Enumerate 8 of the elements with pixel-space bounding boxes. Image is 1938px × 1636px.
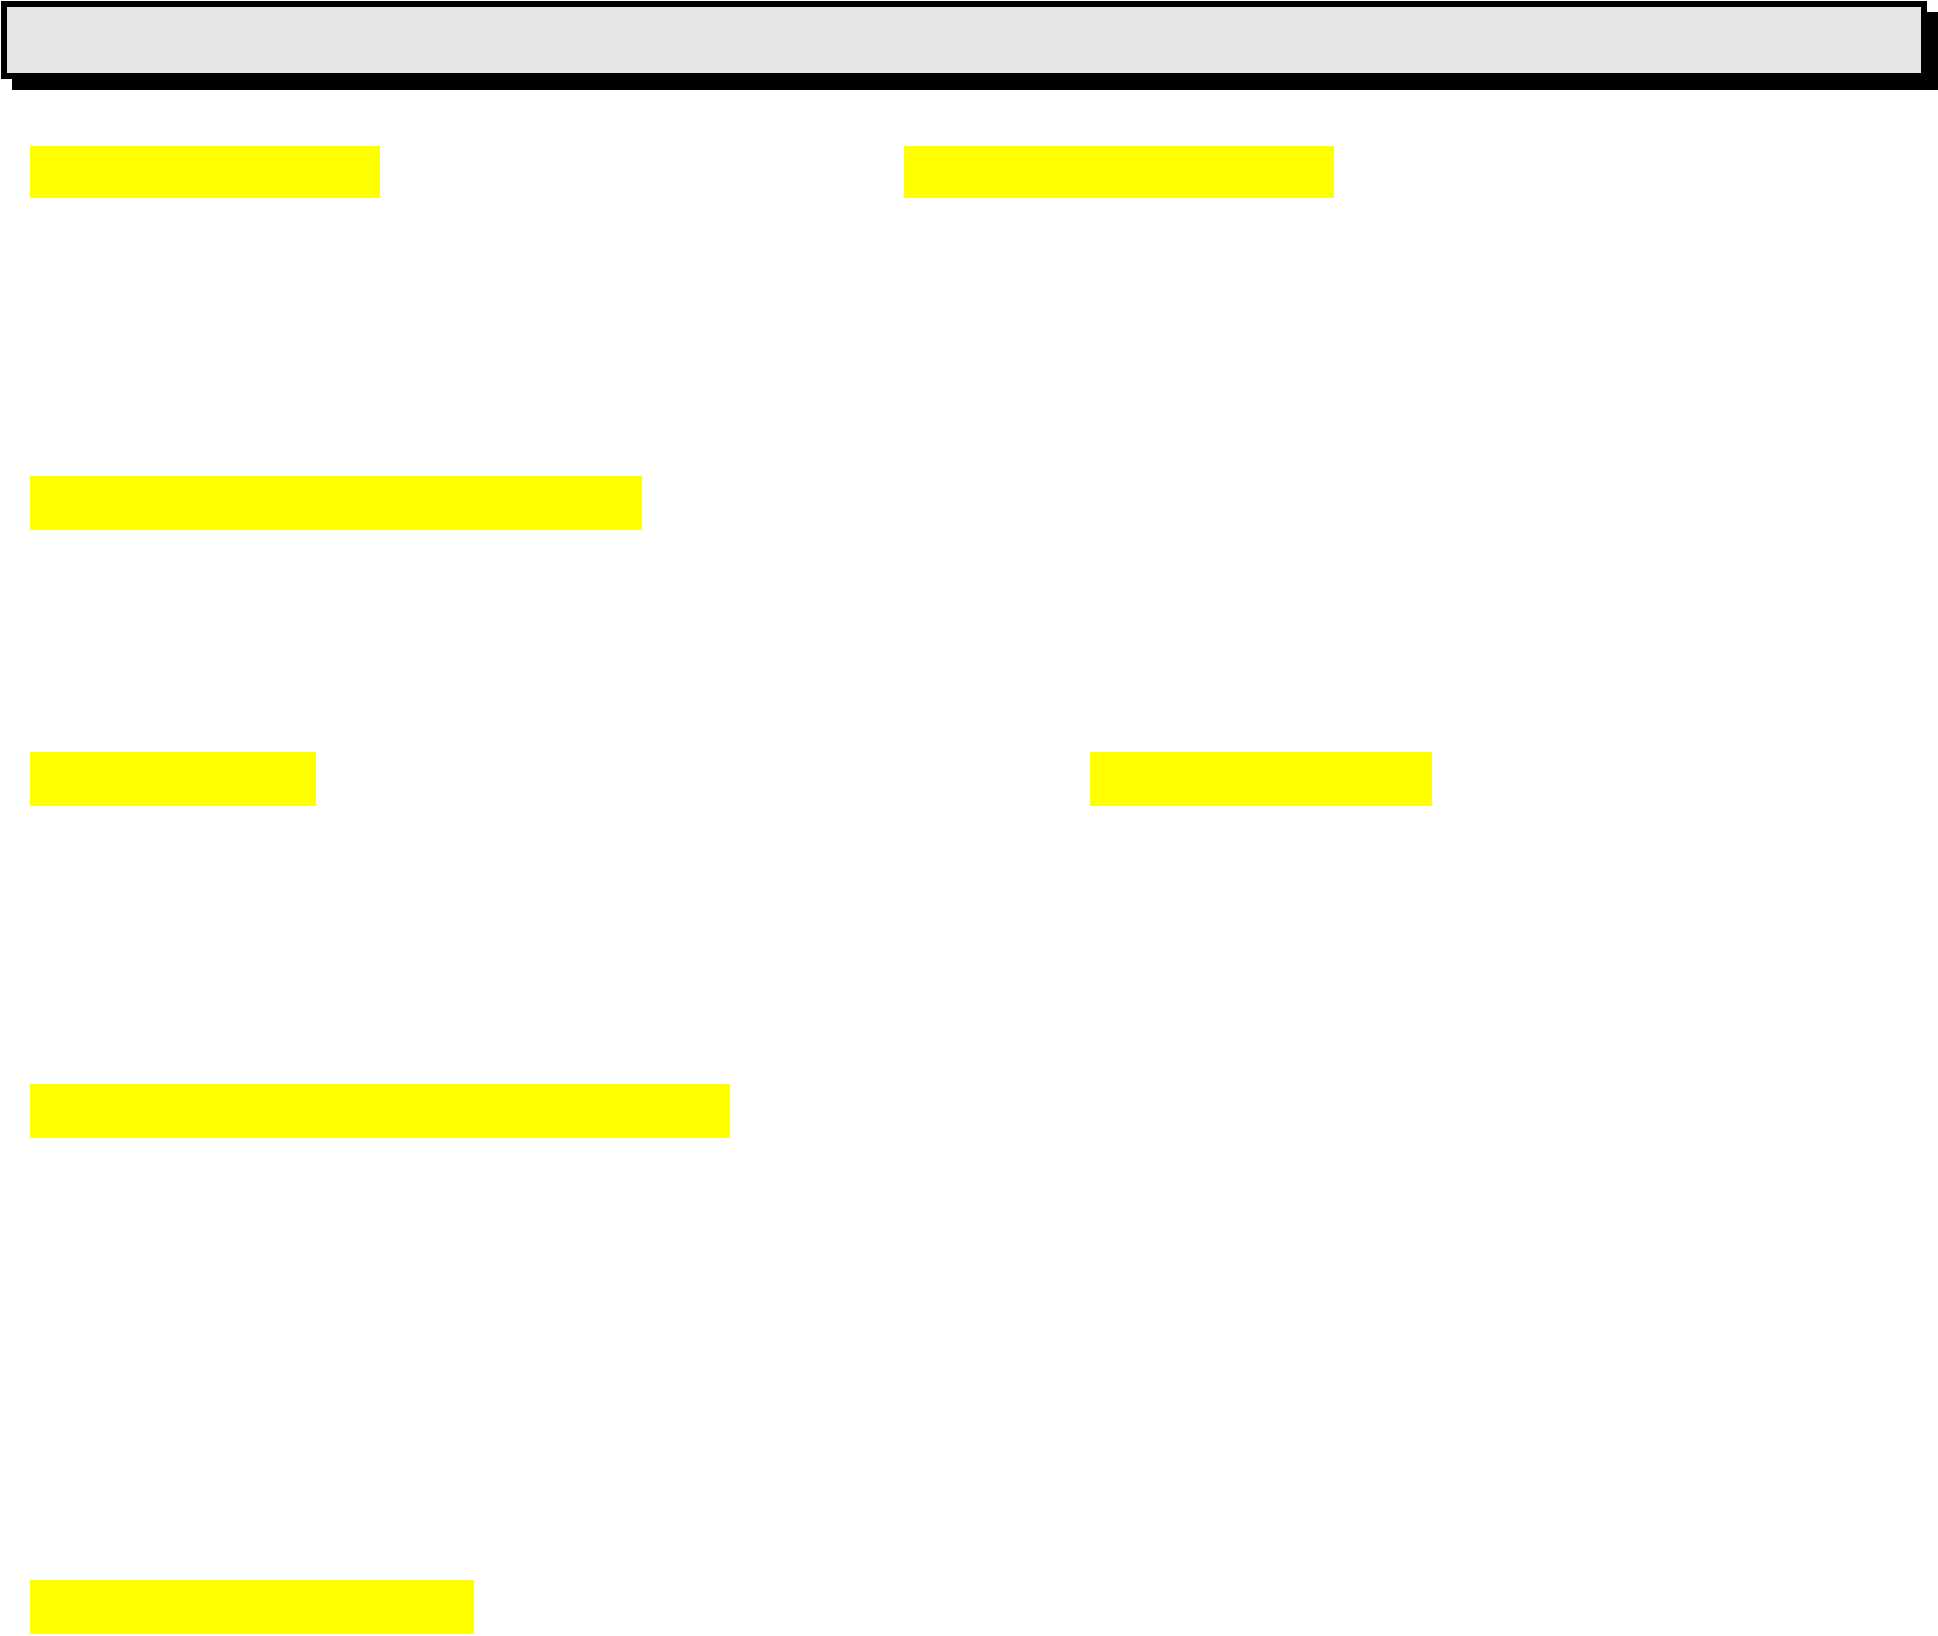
highlight-bar [30, 475, 642, 530]
highlight-bar [30, 1083, 730, 1138]
highlight-bar [30, 751, 316, 806]
highlight-bar [1090, 751, 1432, 806]
highlight-bar [904, 145, 1334, 198]
highlight-bar [30, 145, 380, 198]
highlight-bar [30, 1579, 474, 1634]
title-bar [1, 0, 1938, 90]
